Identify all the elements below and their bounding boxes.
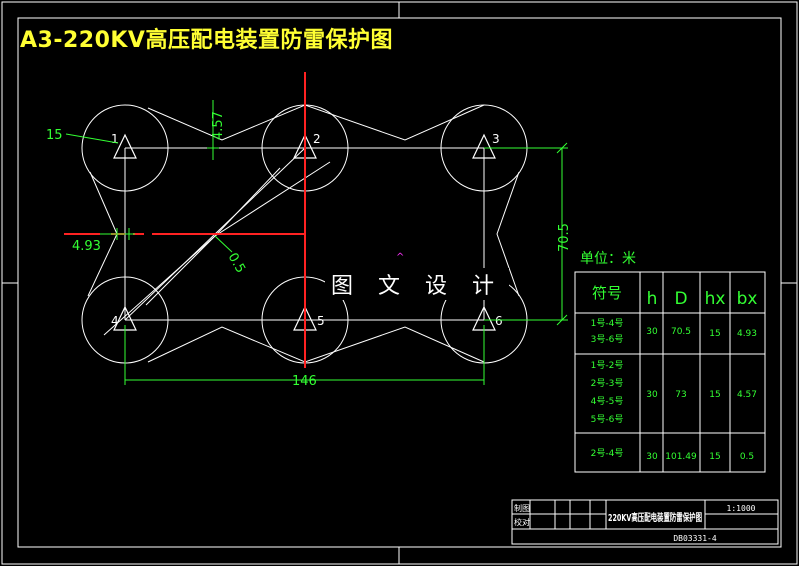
outline-right <box>496 171 520 297</box>
label-bottom-span: 146 <box>292 374 317 389</box>
row2-symbol-4: 5号-6号 <box>591 414 624 425</box>
row2-h: 30 <box>646 390 658 400</box>
drawing-title: A3-220KV高压配电装置防雷保护图 <box>20 28 393 53</box>
leader-diag <box>214 235 233 253</box>
table-header-symbol: 符号 <box>592 284 622 302</box>
dim-right-tick-2 <box>556 314 568 326</box>
tb-drawing-number: DB03331-4 <box>673 534 717 543</box>
row1-hx: 15 <box>709 329 720 339</box>
unit-label: 单位：米 <box>580 251 636 267</box>
mast-label-6: 6 <box>495 314 503 328</box>
table-header-hx: hx <box>705 289 726 309</box>
center-marker-icon: ^ <box>396 252 404 263</box>
row3-symbol-1: 2号-4号 <box>591 448 624 459</box>
row2-bx: 4.57 <box>737 390 757 400</box>
row1-bx: 4.93 <box>737 329 757 339</box>
row1-symbol-2: 3号-6号 <box>591 334 624 345</box>
label-left-offset: 4.93 <box>72 239 101 254</box>
row2-symbol-2: 2号-3号 <box>591 378 624 389</box>
tb-drawing-name: 220KV高压配电装置防雷保护图 <box>608 511 702 524</box>
label-radius: 15 <box>46 128 63 143</box>
parameter-table: 符号 h D hx bx 1号-4号 3号-6号 30 70.5 15 4.93… <box>574 271 766 473</box>
mast-label-4: 4 <box>111 314 119 328</box>
row1-h: 30 <box>646 327 658 337</box>
outline-bottom <box>147 326 485 363</box>
row3-bx: 0.5 <box>740 452 754 462</box>
label-diag-offset: 0.5 <box>225 251 248 276</box>
table-header-d: D <box>674 289 687 309</box>
label-top-offset: 4.57 <box>211 111 226 140</box>
mast-1-icon <box>113 133 137 159</box>
row3-d: 101.49 <box>665 452 697 462</box>
leader-radius <box>65 133 119 144</box>
row2-d: 73 <box>675 390 686 400</box>
table-header-h: h <box>647 289 658 309</box>
row1-d: 70.5 <box>671 327 691 337</box>
mast-label-1: 1 <box>111 132 119 146</box>
mast-label-2: 2 <box>313 132 321 146</box>
table-header-bx: bx <box>737 289 758 309</box>
row1-symbol-1: 1号-4号 <box>591 318 624 329</box>
mast-3-icon <box>472 133 496 159</box>
tb-row2-label: 校对 <box>514 517 530 527</box>
watermark-text: 图 文 设 计 <box>325 268 509 300</box>
row3-hx: 15 <box>709 452 720 462</box>
row2-hx: 15 <box>709 390 720 400</box>
tb-scale: 1:1000 <box>727 504 756 513</box>
row2-symbol-3: 4号-5号 <box>591 396 624 407</box>
label-right-span: 70.5 <box>557 223 572 252</box>
row2-symbol-1: 1号-2号 <box>591 360 624 371</box>
dim-right-tick-1 <box>556 142 568 154</box>
tb-row1-label: 制图 <box>514 503 530 513</box>
title-block: 制图 校对 220KV高压配电装置防雷保护图 1:1000 DB03331-4 <box>511 499 779 545</box>
mast-label-3: 3 <box>492 132 500 146</box>
row3-h: 30 <box>646 452 658 462</box>
diag-zone-lower <box>103 167 281 336</box>
mast-label-5: 5 <box>317 314 325 328</box>
